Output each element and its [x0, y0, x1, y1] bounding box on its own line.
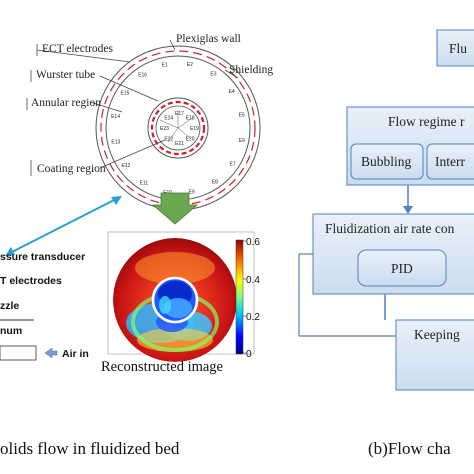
outer-electrode-label: E15	[121, 91, 130, 97]
pid-box	[357, 249, 447, 287]
wurster-boundary	[151, 276, 199, 324]
right-caption: (b)Flow cha	[368, 439, 451, 458]
outer-electrode-label: E8	[212, 180, 218, 186]
legend-plenum: num	[0, 325, 22, 337]
intermittent-label: Interr	[435, 154, 465, 169]
air-rate-control-label: Fluidization air rate con	[325, 221, 455, 236]
annular-region-label: Annular region	[31, 97, 101, 109]
pid-label: PID	[391, 261, 413, 276]
inner-electrode-label: E21	[175, 141, 184, 147]
ect-electrodes-label: ECT electrodes	[42, 43, 114, 55]
keeping-label: Keeping	[414, 327, 460, 342]
wurster-tube-inner	[155, 105, 201, 151]
inner-electrode-label: E22	[164, 137, 173, 143]
colorbar-tick-0: 0.6	[246, 237, 260, 248]
outer-electrode-label: E12	[121, 163, 130, 169]
colorbar: 0.6 0.4 0.2 0	[235, 237, 260, 360]
bubbling-label: Bubbling	[361, 154, 412, 169]
outer-electrode-label: E13	[111, 140, 120, 146]
plexiglas-wall-label: Plexiglas wall	[176, 33, 241, 45]
electrode-spokes	[159, 110, 193, 143]
outer-electrode-label: E14	[111, 114, 120, 120]
outer-electrode-label: E5	[239, 113, 245, 119]
outer-electrode-label: E9	[189, 190, 195, 196]
coating-region-label: Coating region	[37, 163, 106, 175]
inner-electrode-label: E23	[160, 126, 169, 132]
keeping-box	[395, 319, 474, 391]
inner-electrode-label: E17	[175, 111, 184, 117]
left-caption: olids flow in fluidized bed	[0, 439, 180, 458]
inner-electrode-ring	[150, 100, 206, 156]
down-arrow-icon	[151, 192, 199, 225]
top-box-label: Flu	[449, 41, 467, 56]
inner-electrode-label: E20	[186, 137, 195, 143]
outer-electrode-label: E16	[138, 72, 147, 78]
reconstructed-image-label: Reconstructed image	[101, 359, 223, 375]
reconstructed-image	[113, 238, 237, 362]
flow-regime-label: Flow regime r	[388, 114, 465, 129]
intermittent-box	[426, 143, 474, 180]
bubbling-box	[350, 143, 424, 180]
blue-connector-arrow-icon	[5, 196, 122, 256]
connector-1-arrowhead	[403, 206, 413, 214]
outer-electrode-label: E2	[187, 62, 193, 68]
inner-electrode-label: E19	[190, 126, 199, 132]
colorbar-tick-3: 0	[246, 349, 252, 360]
shielding-label: Shielding	[229, 64, 273, 76]
outer-electrode-label: E6	[239, 138, 245, 144]
legend-air-in: Air in	[62, 348, 89, 360]
outer-electrode-label: E4	[229, 89, 235, 95]
outer-electrode-label: E1	[162, 62, 168, 68]
flowchart: Flu Flow regime r Bubbling Interr Fluidi…	[298, 29, 474, 391]
air-in-arrow-icon	[44, 347, 58, 359]
callout-lines	[26, 39, 239, 176]
colorbar-tick-1: 0.4	[246, 275, 260, 286]
outer-electrode-label: E7	[230, 161, 236, 167]
legend-ect-electrodes: T electrodes	[0, 275, 62, 287]
legend-pressure-transducer: ssure transducer	[0, 251, 85, 263]
legend-air-box	[0, 345, 37, 361]
outer-electrode-labels: E1E2E3E4E5E6E7E8E9E10E11E12E13E14E15E16	[111, 62, 245, 196]
wurster-tube-label: Wurster tube	[36, 69, 95, 81]
top-box	[436, 29, 474, 67]
outer-electrode-label: E3	[210, 72, 216, 78]
wurster-tube-outer	[147, 97, 209, 159]
colorbar-tick-2: 0.2	[246, 312, 260, 323]
outer-electrode-label: E11	[140, 181, 149, 187]
inner-electrode-label: E18	[186, 115, 195, 121]
legend-nozzle: zzle	[0, 300, 19, 312]
inner-electrode-label: E24	[164, 115, 173, 121]
